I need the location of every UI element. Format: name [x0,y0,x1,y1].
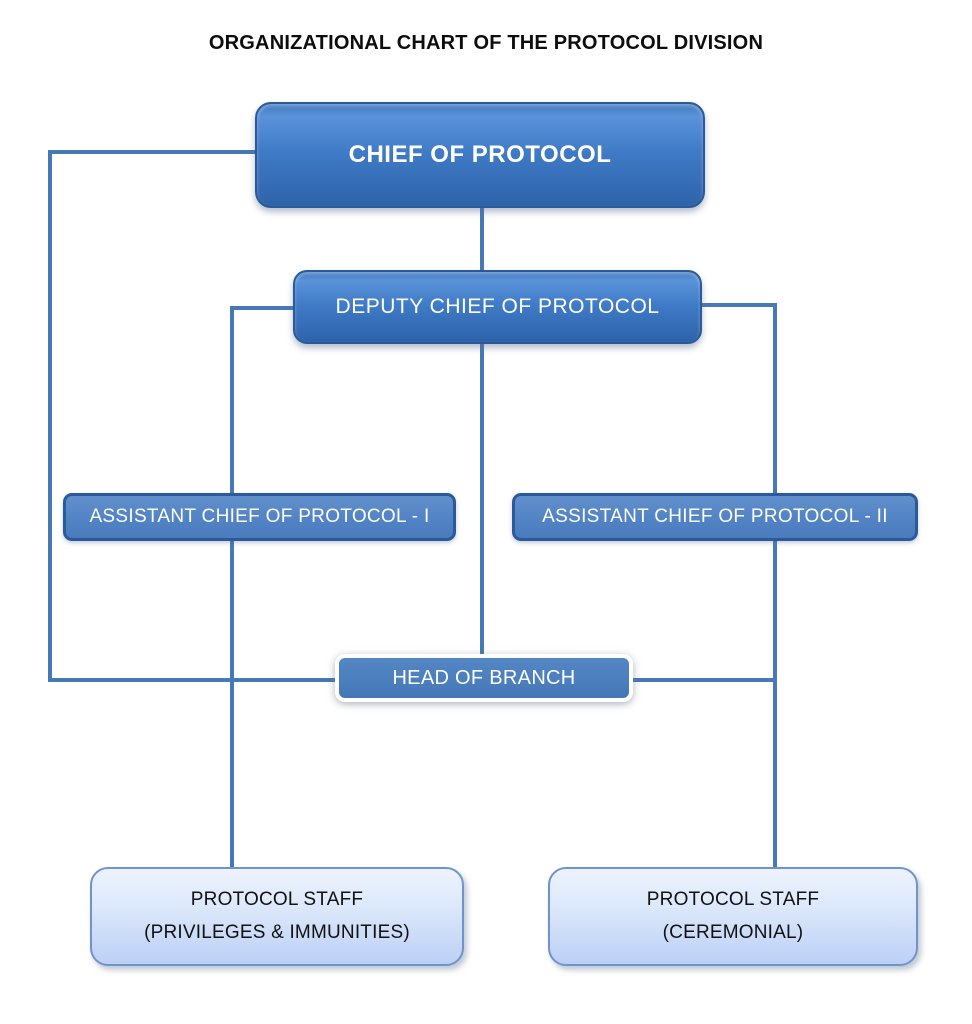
connector-head-left-horizontal [48,678,337,682]
node-assistant-chief-2: ASSISTANT CHIEF OF PROTOCOL - II [512,493,918,541]
node-chief-label: CHIEF OF PROTOCOL [348,141,612,168]
connector-chief-left-horizontal [48,150,257,154]
connector-left-vertical [48,150,52,682]
node-staff-2-title: PROTOCOL STAFF [646,888,820,910]
node-protocol-staff-privileges: PROTOCOL STAFF (PRIVILEGES & IMMUNITIES) [90,867,464,966]
node-deputy-label: DEPUTY CHIEF OF PROTOCOL [335,295,660,318]
node-staff-2-subtitle: (CEREMONIAL) [662,921,804,943]
node-chief-of-protocol: CHIEF OF PROTOCOL [255,102,705,208]
connector-deputy-right-horizontal [700,303,777,307]
connector-deputy-left-horizontal [230,306,295,310]
node-assistant-2-label: ASSISTANT CHIEF OF PROTOCOL - II [542,506,888,527]
node-deputy-chief-of-protocol: DEPUTY CHIEF OF PROTOCOL [293,270,702,344]
connector-head-right-horizontal [631,678,775,682]
node-assistant-chief-1: ASSISTANT CHIEF OF PROTOCOL - I [63,493,456,541]
chart-title: ORGANIZATIONAL CHART OF THE PROTOCOL DIV… [208,32,764,54]
connector-chief-deputy-vertical [480,206,484,272]
node-protocol-staff-ceremonial: PROTOCOL STAFF (CEREMONIAL) [548,867,918,966]
node-staff-1-title: PROTOCOL STAFF [190,888,364,910]
node-assistant-1-label: ASSISTANT CHIEF OF PROTOCOL - I [89,506,430,527]
node-head-label: HEAD OF BRANCH [392,666,576,689]
connector-right-branch-vertical [773,303,777,869]
connector-left-branch-vertical [230,306,234,869]
node-staff-1-subtitle: (PRIVILEGES & IMMUNITIES) [144,921,410,943]
connector-deputy-head-vertical [480,342,484,656]
node-head-of-branch: HEAD OF BRANCH [335,654,633,702]
